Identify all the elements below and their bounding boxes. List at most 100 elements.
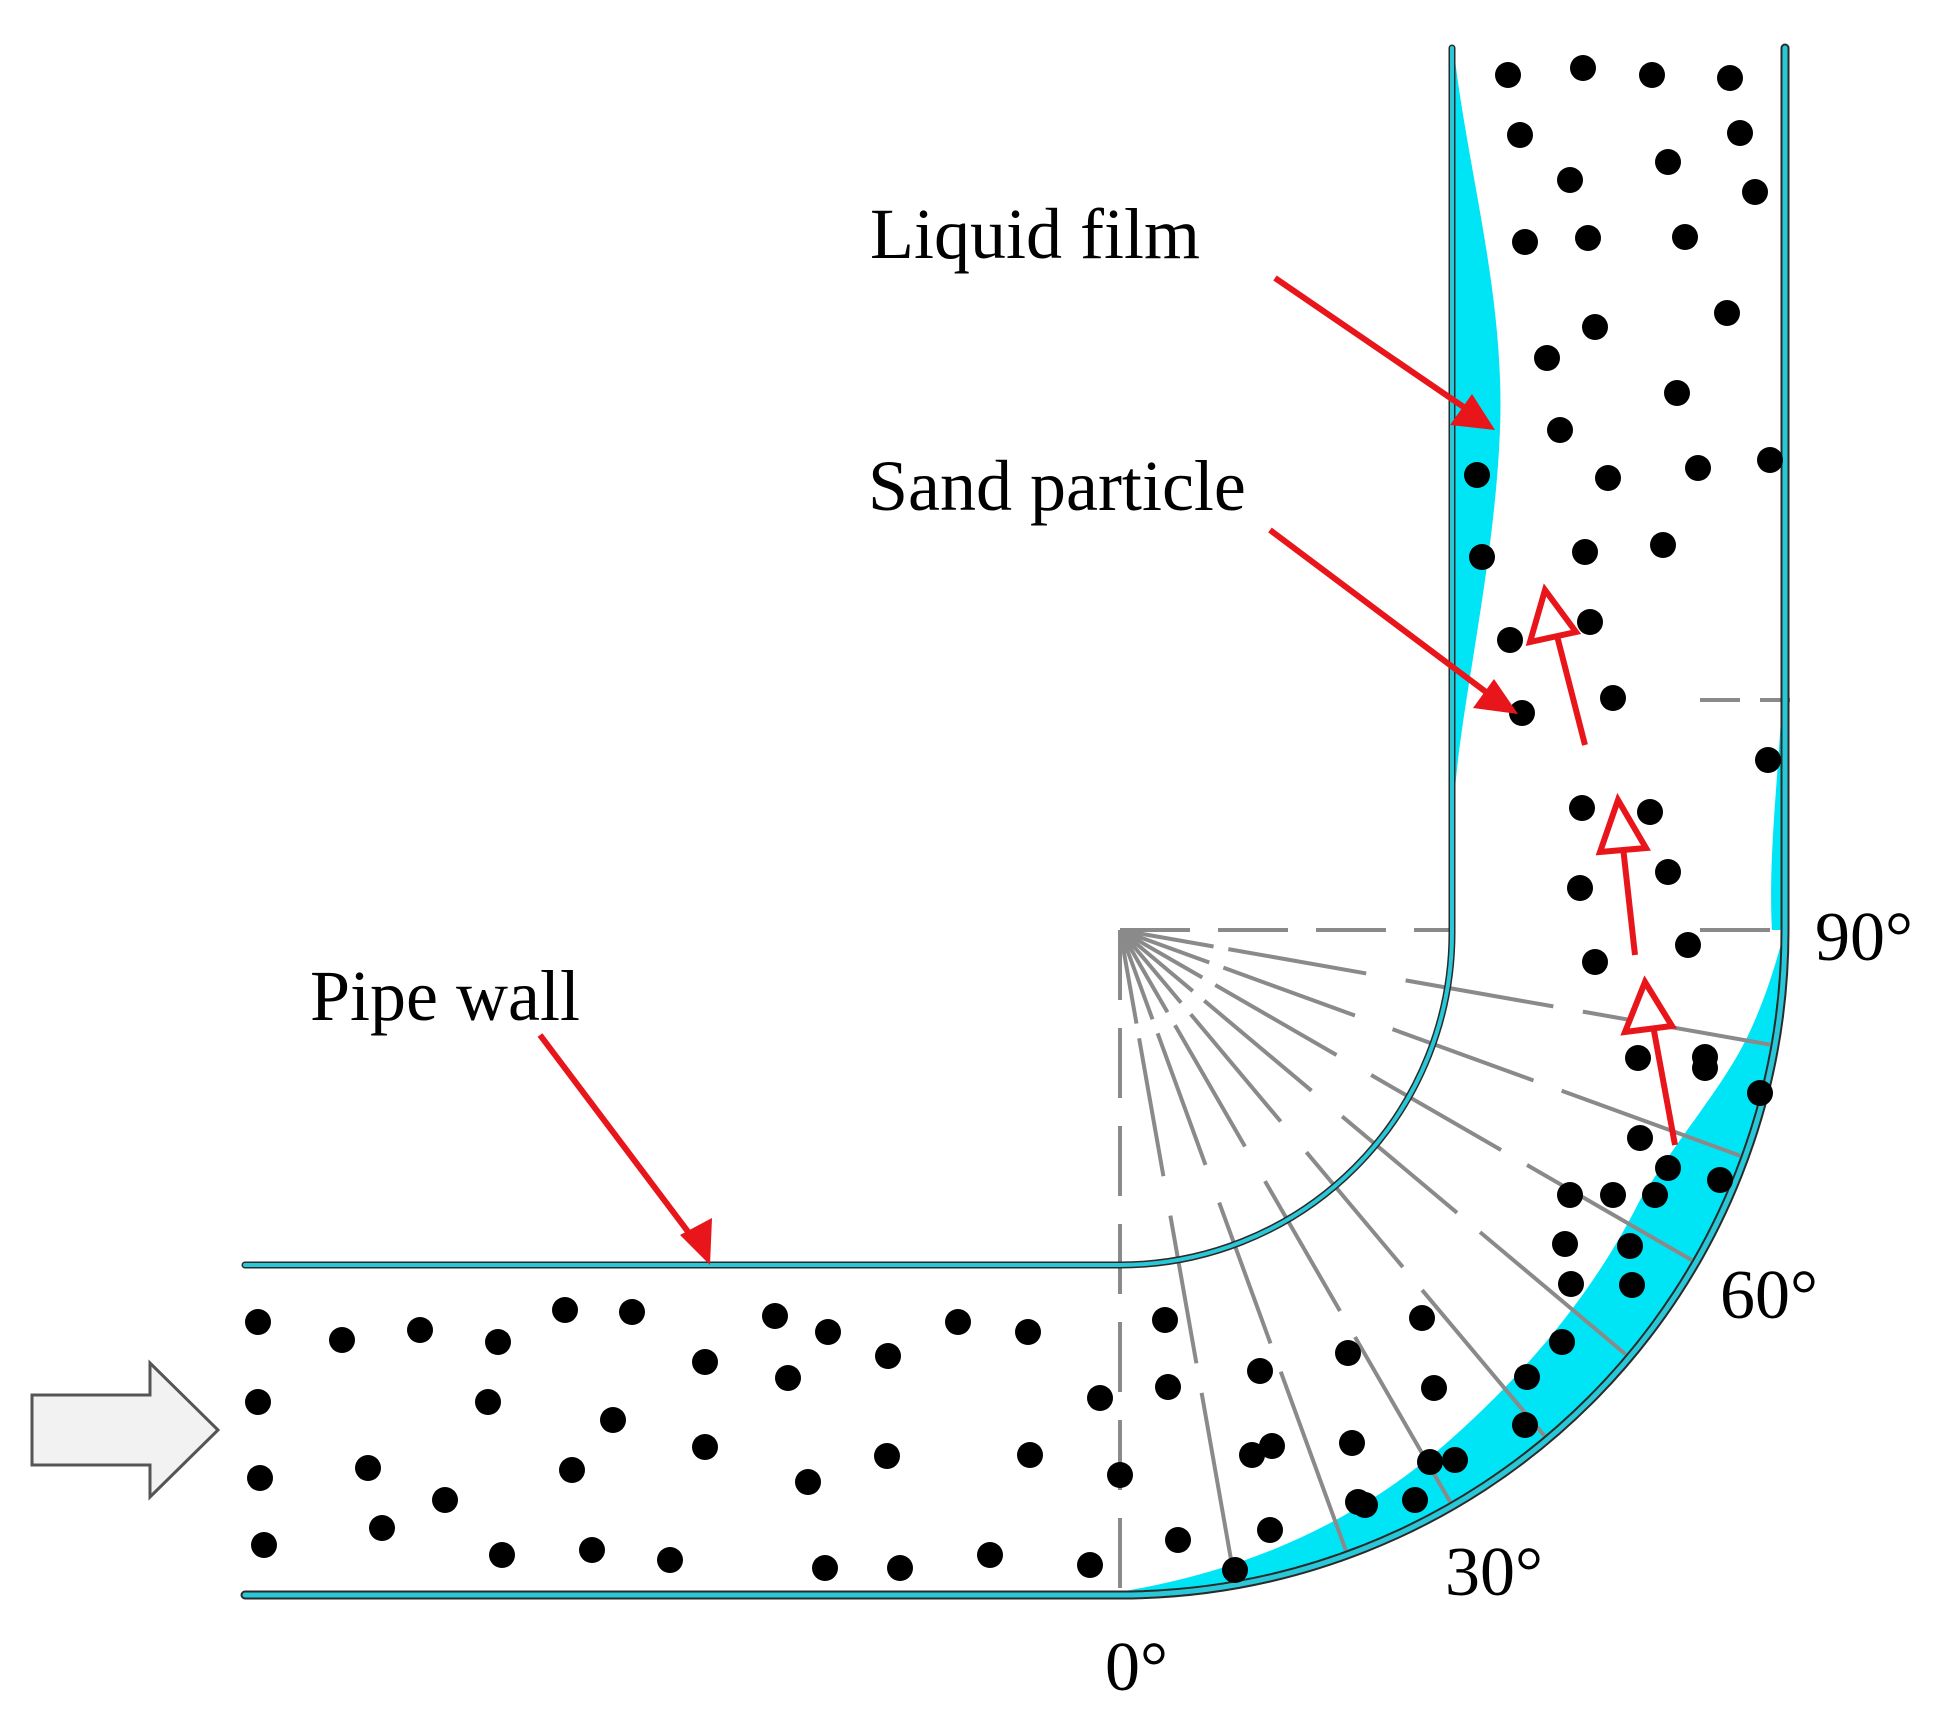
radial-dash-segment	[1168, 1215, 1199, 1364]
sand-particle	[1582, 314, 1608, 340]
sand-particle	[1442, 1447, 1468, 1473]
sand-particle	[1495, 62, 1521, 88]
sand-particle	[1464, 462, 1490, 488]
sand-particle	[1247, 1358, 1273, 1384]
sand-particle	[1257, 1517, 1283, 1543]
radial-dash-segment	[1199, 1392, 1237, 1581]
sand-particle	[795, 1469, 821, 1495]
sand-particle	[251, 1532, 277, 1558]
radial-dash-segment	[1304, 1150, 1405, 1269]
sand-particle	[1512, 229, 1538, 255]
sand-particle	[1619, 1272, 1645, 1298]
outer-wall-cyan	[242, 45, 1788, 1598]
radial-fan-line	[1118, 928, 1195, 993]
label-sand-particle: Sand particle	[868, 446, 1246, 526]
sand-particle	[1655, 149, 1681, 175]
radial-dash-segment	[1173, 1024, 1247, 1148]
sand-particle	[1655, 1155, 1681, 1181]
sand-particle	[1650, 532, 1676, 558]
sand-particle	[485, 1329, 511, 1355]
sand-particle	[1714, 300, 1740, 326]
radial-dash-segment	[1263, 1180, 1342, 1313]
sand-particle	[1558, 1271, 1584, 1297]
sand-particle	[945, 1309, 971, 1335]
sand-particle	[1595, 465, 1621, 491]
sand-particle	[1402, 1487, 1428, 1513]
sand-particle	[1655, 859, 1681, 885]
sand-particle	[812, 1555, 838, 1581]
sand-particle	[1557, 167, 1583, 193]
sand-particle	[1335, 1340, 1361, 1366]
label-pipe-wall: Pipe wall	[310, 956, 580, 1036]
radial-fan-line	[1119, 928, 1210, 965]
sand-particle	[245, 1309, 271, 1335]
sand-particle	[815, 1319, 841, 1345]
sand-particle	[369, 1515, 395, 1541]
sand-particle	[489, 1542, 515, 1568]
sand-particle	[1672, 224, 1698, 250]
sand-particle	[1717, 65, 1743, 91]
sand-particle	[475, 1389, 501, 1415]
sand-particle	[1569, 795, 1595, 821]
radial-fan-line	[1119, 928, 1214, 949]
sand-particle	[1577, 609, 1603, 635]
radial-dash-segment	[1222, 965, 1356, 1018]
sand-particle	[1077, 1552, 1103, 1578]
angle-label-60: 60°	[1720, 1257, 1818, 1334]
red-callout-arrow-icon	[537, 1033, 712, 1265]
sand-particle	[1015, 1319, 1041, 1345]
sand-particle	[1552, 1231, 1578, 1257]
sand-particle	[1469, 544, 1495, 570]
sand-particle	[1642, 1182, 1668, 1208]
sand-particle	[1692, 1055, 1718, 1081]
radial-fan-line	[1118, 928, 1170, 1014]
radial-fan-line	[1118, 928, 1183, 1005]
angle-label-30: 30°	[1445, 1534, 1543, 1611]
radial-fan-line	[1118, 929, 1139, 1024]
radial-dash-segment	[1420, 1288, 1546, 1437]
sand-particle	[692, 1349, 718, 1375]
sand-particle	[1625, 1045, 1651, 1071]
sand-particle	[1755, 747, 1781, 773]
sand-particle	[329, 1327, 355, 1353]
sand-particle	[657, 1547, 683, 1573]
sand-particle	[1557, 1182, 1583, 1208]
sand-particle	[1345, 1489, 1371, 1515]
sand-particle	[1707, 1167, 1733, 1193]
radial-dash-segment	[1391, 1027, 1535, 1083]
sand-particle	[1152, 1307, 1178, 1333]
angle-label-90: 90°	[1815, 899, 1913, 976]
pipe-wall	[240, 43, 1790, 1600]
angle-label-0: 0°	[1105, 1629, 1168, 1706]
sand-particle	[552, 1297, 578, 1323]
sand-particle	[1417, 1449, 1443, 1475]
sand-particle	[1757, 447, 1783, 473]
sand-particle	[1547, 417, 1573, 443]
sand-particle	[1572, 539, 1598, 565]
radial-fan-line	[1119, 928, 1204, 980]
radial-dash-segment	[1405, 978, 1554, 1009]
sand-particle	[1017, 1442, 1043, 1468]
radial-dash-segment	[1137, 1037, 1166, 1177]
sand-particle	[1575, 225, 1601, 251]
sand-particle	[247, 1465, 273, 1491]
radial-dash-segment	[1202, 999, 1313, 1093]
sand-particle	[245, 1389, 271, 1415]
sand-particle	[1570, 55, 1596, 81]
sand-particle	[1675, 932, 1701, 958]
sand-particle	[1582, 949, 1608, 975]
inlet-flow-arrow-icon	[30, 1359, 221, 1501]
sand-particle	[1087, 1385, 1113, 1411]
sand-particle	[692, 1434, 718, 1460]
radial-dash-segment	[1278, 1370, 1348, 1551]
sand-particle	[1222, 1557, 1248, 1583]
radial-dash-segment	[1227, 947, 1367, 976]
sand-particle	[1534, 345, 1560, 371]
sand-particle	[1549, 1329, 1575, 1355]
sand-particle	[619, 1299, 645, 1325]
sand-particle	[1497, 627, 1523, 653]
sand-particle	[874, 1443, 900, 1469]
sand-particle	[1637, 799, 1663, 825]
sand-particle	[1165, 1527, 1191, 1553]
